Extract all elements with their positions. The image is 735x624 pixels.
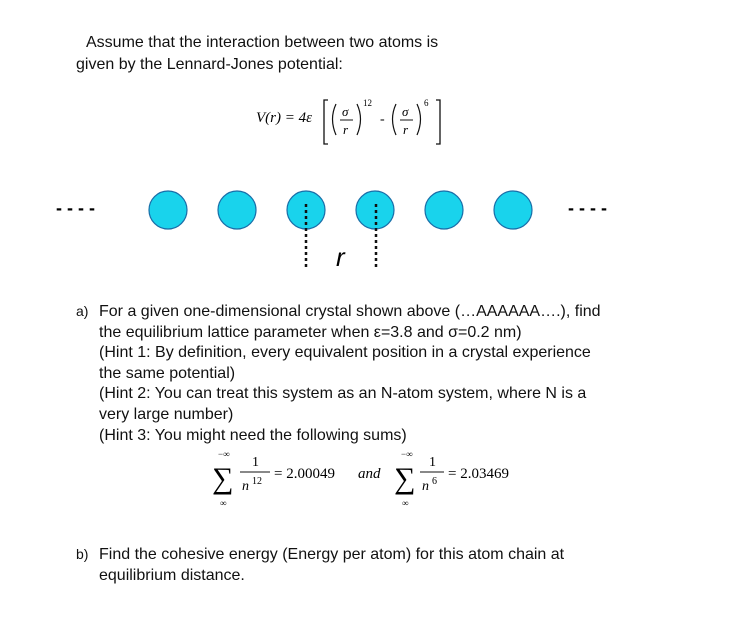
right-continuation-dashes: - - - - (568, 198, 607, 218)
question-b-label: b) (76, 546, 89, 562)
hint-sums-formula: −∞ ∑ ∞ 1 n 12 = 2.00049 and −∞ ∑ ∞ 1 n 6… (212, 449, 509, 508)
question-a-line-7: (Hint 3: You might need the following su… (99, 426, 407, 444)
atom-6 (493, 190, 533, 230)
sum2-numerator: 1 (429, 455, 436, 470)
question-a-label: a) (76, 303, 89, 319)
atoms-group (148, 190, 533, 230)
and-text: and (358, 466, 381, 482)
formula-paren-2-right (416, 103, 422, 136)
atom-2 (217, 190, 257, 230)
atom-chain-diagram: - - - - - - - - r (56, 190, 607, 272)
formula-lhs: V(r) = 4ε (256, 110, 312, 126)
sum1-exponent: 12 (252, 476, 262, 487)
sum1-value: = 2.00049 (274, 466, 335, 482)
sum1-upper-limit: −∞ (218, 449, 230, 459)
formula-sigma-1: σ (342, 104, 349, 119)
spacing-label-r: r (336, 242, 346, 272)
formula-bracket-right (436, 99, 441, 145)
intro-line-1: Assume that the interaction between two … (86, 34, 439, 51)
formula-sigma-2: σ (402, 104, 409, 119)
question-a-line-5: (Hint 2: You can treat this system as an… (99, 385, 587, 403)
lennard-jones-formula: V(r) = 4ε σ r 12 - σ r 6 (256, 98, 441, 145)
question-a-line-3: (Hint 1: By definition, every equivalent… (99, 344, 591, 362)
intro-line-2: given by the Lennard-Jones potential: (76, 56, 343, 73)
formula-paren-1-left (331, 103, 337, 136)
formula-exp-6: 6 (424, 98, 429, 108)
question-a-line-6: very large number) (99, 405, 234, 423)
formula-paren-2-left (391, 103, 397, 136)
question-b-line-1: Find the cohesive energy (Energy per ato… (99, 546, 565, 563)
atom-5 (424, 190, 464, 230)
formula-bracket-left (323, 99, 328, 145)
sum2-sigma-symbol: ∑ (394, 462, 415, 495)
formula-exp-12: 12 (363, 98, 372, 108)
sum2-lower-limit: ∞ (402, 498, 408, 508)
formula-r-1: r (343, 122, 349, 137)
formula-r-2: r (403, 122, 409, 137)
formula-paren-1-right (356, 103, 362, 136)
question-a-line-2: the equilibrium lattice parameter when ε… (99, 323, 522, 341)
sum1-lower-limit: ∞ (220, 498, 226, 508)
sum2-denominator: n (422, 479, 429, 494)
intro-text: Assume that the interaction between two … (76, 32, 496, 76)
formula-minus: - (380, 112, 385, 127)
sum2-upper-limit: −∞ (401, 449, 413, 459)
atom-1 (148, 190, 188, 230)
question-a-line-1: For a given one-dimensional crystal show… (99, 303, 601, 320)
sum1-denominator: n (242, 479, 249, 494)
sum2-value: = 2.03469 (448, 466, 509, 482)
sum2-exponent: 6 (432, 476, 437, 487)
sum1-numerator: 1 (252, 455, 259, 470)
question-b-line-2: equilibrium distance. (99, 566, 245, 584)
sum1-sigma-symbol: ∑ (212, 462, 233, 495)
question-b: b) Find the cohesive energy (Energy per a… (76, 544, 676, 586)
question-a: a) For a given one-dimensional crystal sh… (76, 301, 676, 446)
question-a-line-4: the same potential) (99, 364, 236, 382)
left-continuation-dashes: - - - - (56, 198, 95, 218)
